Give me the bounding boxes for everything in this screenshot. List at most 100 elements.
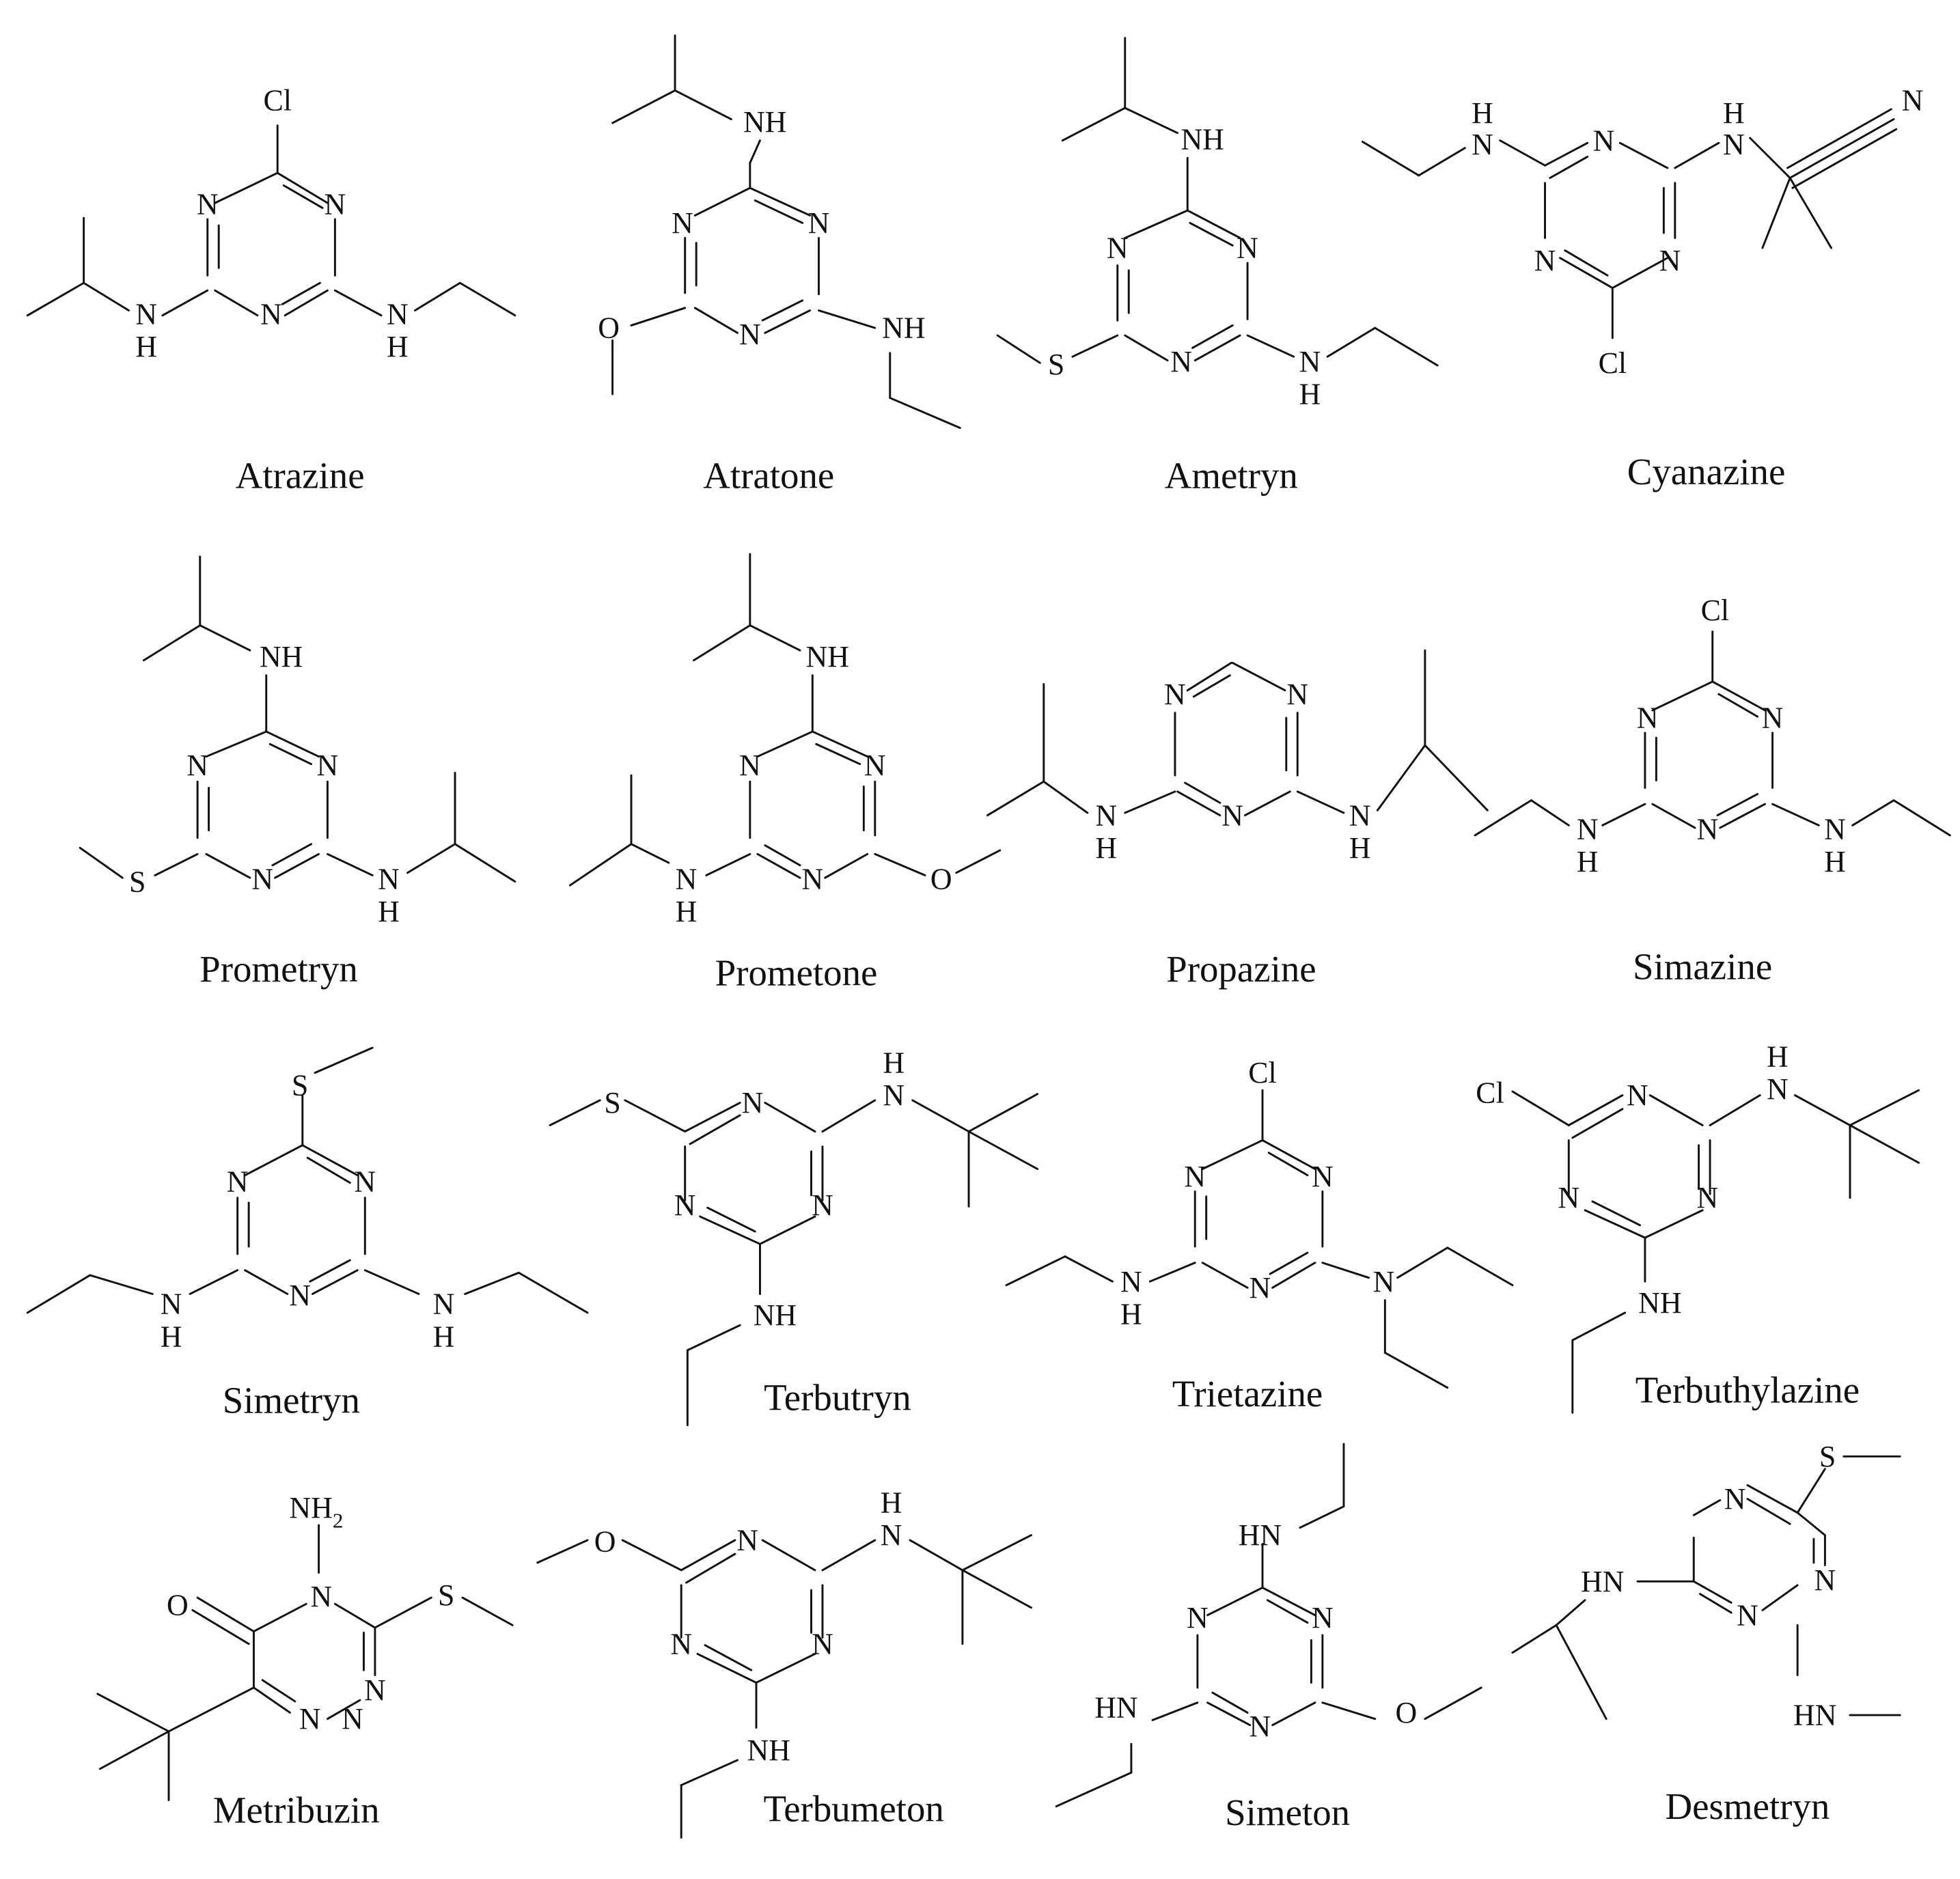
ring-nitrogen: N [1534,245,1556,277]
compound-name-label: Propazine [1166,948,1316,990]
ametryn-bonds [996,37,1439,367]
ring-nitrogen: N [742,1087,764,1119]
ring-nitrogen: N [342,1703,363,1736]
amine-nh: NH [806,641,849,673]
molecule-atratone: NH N N N O NH Atratone [598,34,961,496]
amine-hn: HN [1239,1519,1282,1552]
ring-nitrogen: N [1697,813,1719,846]
sulfur-atom: S [604,1087,620,1119]
ring-nitrogen: N [1659,245,1681,277]
terbuthylazine-atoms: Cl N N N H N NH [1476,1040,1788,1319]
ring-nitrogen: N [1249,1710,1271,1743]
amine-hydrogen: H [1299,378,1321,411]
compound-name-label: Terbutryn [764,1377,911,1419]
amine-hydrogen: H [1472,97,1493,130]
ring-nitrogen: N [1249,1272,1271,1305]
molecule-terbutryn: S N N N H N NH Terbutryn [549,1047,1039,1427]
ring-nitrogen: N [354,1165,376,1198]
molecule-atrazine: Cl N N N N H N H Atrazine [26,85,516,496]
chlorine-atom: Cl [1599,347,1627,380]
ring-nitrogen: N [1558,1182,1579,1214]
metribuzin-bonds [96,1524,514,1801]
propazine-bonds [986,649,1489,817]
terbutryn-atoms: S N N N H N NH [604,1047,905,1333]
compound-name-label: Terbumeton [764,1788,944,1830]
atrazine-atoms: Cl N N N N H N H [135,85,408,363]
simeton-atoms: HN N N N HN O [1094,1519,1417,1743]
compound-name-label: Simazine [1633,945,1772,987]
amine-hydrogen: H [1577,846,1599,878]
molecule-desmetryn: S N N N HN HN Desmetryn [1511,1440,1901,1827]
amine-hydrogen: H [378,895,400,928]
oxygen-atom: O [930,863,952,896]
compound-name-label: Cyanazine [1627,451,1786,492]
compound-name-label: Prometryn [199,948,358,990]
amine-nh: NH [260,641,303,673]
sulfur-atom: S [438,1579,454,1612]
ring-nitrogen: N [1164,678,1186,711]
ring-nitrogen: N [1697,1182,1719,1214]
amine-nitrogen: N [387,298,409,331]
compound-name-label: Metribuzin [213,1789,380,1831]
amine-nitrogen: N [1120,1266,1142,1298]
amine-hydrogen: H [1095,832,1117,865]
amine-hydrogen: H [1723,97,1745,130]
molecule-ametryn: NH N N N S N H Ametryn [996,37,1439,496]
trietazine-atoms: Cl N N N N H N [1120,1057,1394,1331]
atratone-atoms: NH N N N O NH [598,106,925,351]
amine-hydrogen: H [1120,1298,1142,1331]
ring-nitrogen: N [251,863,273,896]
atratone-bonds [611,34,961,429]
ring-nitrogen: N [299,1703,321,1736]
desmetryn-atoms: S N N N HN HN [1581,1440,1836,1732]
atrazine-bonds [26,124,516,317]
keto-oxygen: O [167,1589,189,1622]
ring-nitrogen: N [1184,1160,1206,1193]
molecule-simetryn: S N N N N H N H Simetryn [26,1046,589,1421]
molecule-propazine: N N N N H N H Propazine [986,649,1489,990]
simazine-atoms: Cl N N N N H N H [1577,594,1846,878]
amine-hydrogen: H [161,1320,182,1353]
prometone-atoms: NH N N N N H O [676,641,952,928]
amine-hn: HN [1094,1692,1137,1725]
amino-nh2: NH2 [289,1492,343,1533]
ring-nitrogen: N [1170,346,1192,378]
terbutryn-bonds [549,1093,1039,1427]
chlorine-atom: Cl [1701,594,1729,627]
ring-nitrogen: N [801,863,823,896]
ring-nitrogen: N [310,1581,332,1613]
chlorine-atom: Cl [1476,1077,1504,1110]
molecule-trietazine: Cl N N N N H N Trietazine [1005,1057,1514,1415]
molecule-simeton: HN N N N HN O Simeton [1055,1443,1482,1833]
propazine-atoms: N N N N H N H [1095,678,1370,865]
ring-nitrogen: N [1814,1564,1836,1597]
ring-nitrogen: N [808,207,830,240]
ring-nitrogen: N [1107,232,1129,265]
amine-nitrogen: N [676,863,698,896]
amine-nh: NH [754,1299,797,1332]
molecule-metribuzin: NH2 N O S N N N Metribuzin [96,1492,514,1831]
amine-nh: NH [882,312,925,345]
ring-nitrogen: N [1187,1602,1209,1634]
ring-nitrogen: N [812,1628,833,1660]
ring-nitrogen: N [674,1189,696,1222]
ring-nitrogen: N [289,1279,311,1312]
amine-hn: HN [1581,1565,1624,1598]
amine-nitrogen: N [1577,813,1599,846]
amine-nitrogen: N [1824,813,1846,846]
ring-nitrogen: N [1237,232,1258,265]
molecule-prometone: NH N N N N H O Prometone [568,553,1002,994]
amine-nitrogen: N [135,298,157,331]
amine-nh: NH [1181,123,1224,156]
metribuzin-atoms: NH2 N O S N N N [167,1492,454,1736]
amine-hydrogen: H [883,1047,905,1080]
oxygen-atom: O [594,1525,616,1558]
ring-nitrogen: N [1627,1079,1648,1112]
compound-name-label: Terbuthylazine [1635,1369,1860,1411]
amine-nh: NH [747,1734,790,1767]
amine-nitrogen: N [883,1079,905,1112]
amine-nitrogen: N [1299,346,1321,378]
prometryn-atoms: NH N N N S N H [129,641,400,928]
compound-name-label: Simetryn [223,1379,360,1421]
